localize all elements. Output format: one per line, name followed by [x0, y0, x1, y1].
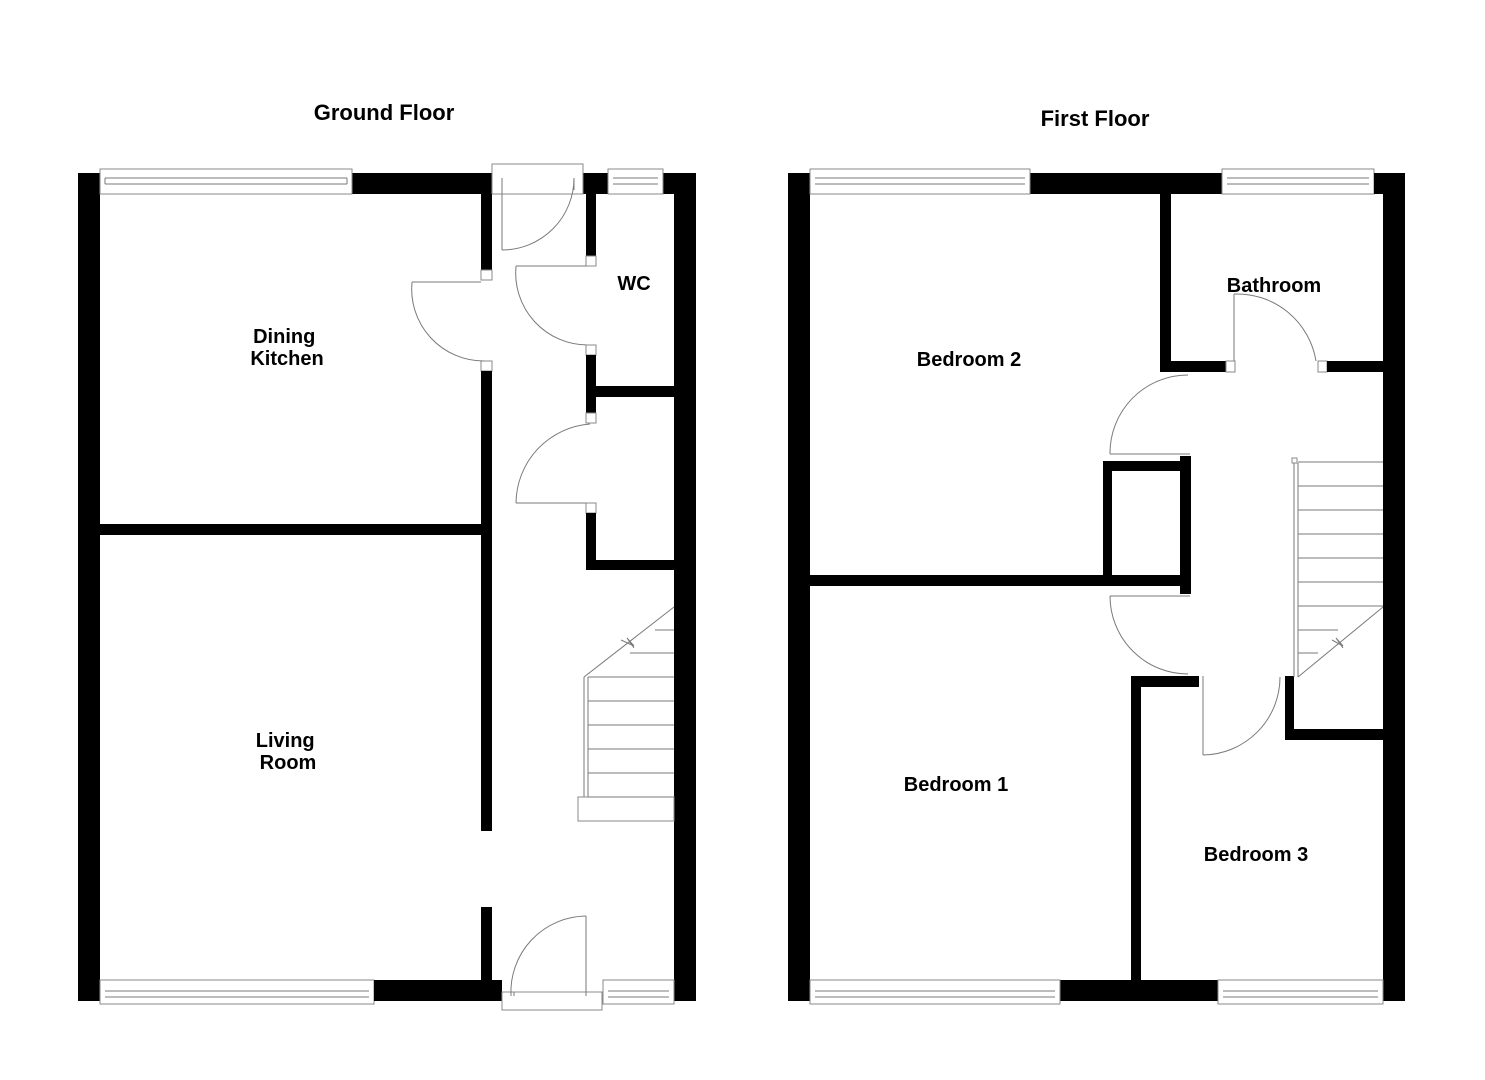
room-label-bedroom-1: Bedroom 1 — [904, 774, 1008, 796]
door-jamb — [585, 412, 597, 424]
window — [1217, 979, 1384, 1005]
wall — [1103, 461, 1112, 586]
door-jamb — [1225, 360, 1236, 373]
window — [607, 168, 664, 195]
door-jamb — [585, 502, 597, 514]
bathroom-door — [1233, 293, 1317, 362]
wall — [586, 355, 596, 413]
wall — [374, 980, 502, 1001]
wall — [481, 371, 492, 831]
ground-floor-plan: Ground Floor — [78, 100, 696, 1011]
wall — [481, 907, 492, 980]
window — [99, 168, 353, 195]
wall — [810, 575, 1180, 586]
wall — [1131, 676, 1141, 980]
wall — [596, 560, 674, 570]
wall — [1383, 173, 1405, 1001]
wall — [1131, 676, 1199, 687]
door-jamb — [585, 344, 597, 356]
door-jamb — [480, 269, 493, 281]
door-jamb — [1317, 360, 1328, 373]
window — [809, 168, 1031, 195]
bedroom-3-door — [1202, 676, 1281, 756]
wall — [100, 524, 481, 535]
wall — [1030, 173, 1222, 194]
wall — [1112, 461, 1182, 471]
wall — [481, 194, 492, 270]
room-label-living-room: Living Room — [256, 730, 320, 774]
first-floor-title: First Floor — [1041, 106, 1150, 131]
wall — [586, 194, 596, 256]
window — [99, 979, 375, 1005]
door-jamb — [480, 360, 493, 372]
staircase — [577, 606, 675, 822]
front-door — [501, 915, 603, 1011]
back-door — [491, 163, 584, 251]
wall — [1160, 194, 1171, 372]
room-label-dining-kitchen: Dining Kitchen — [250, 326, 323, 370]
wall — [78, 173, 100, 1001]
first-floor-plan: First Floor — [788, 106, 1405, 1005]
wall — [1060, 980, 1218, 1001]
door-jamb — [585, 255, 597, 267]
room-label-wc: WC — [617, 273, 650, 295]
staircase — [1291, 457, 1384, 678]
wall — [788, 173, 810, 1001]
window — [1221, 168, 1375, 195]
wall — [1180, 456, 1191, 594]
ground-floor-title: Ground Floor — [314, 100, 455, 125]
room-label-bedroom-2: Bedroom 2 — [917, 349, 1021, 371]
wall — [596, 386, 674, 397]
wall — [586, 513, 596, 570]
bedroom-2-door — [1109, 374, 1190, 455]
wall — [1171, 361, 1226, 372]
wall — [1285, 676, 1294, 739]
window — [602, 979, 675, 1005]
cupboard-door — [515, 423, 591, 504]
wall — [583, 173, 608, 194]
wall — [1285, 729, 1383, 740]
room-label-bedroom-3: Bedroom 3 — [1204, 844, 1308, 866]
kitchen-door — [411, 281, 485, 362]
wall — [1374, 173, 1383, 194]
room-label-bathroom: Bathroom — [1227, 275, 1321, 297]
wall — [1327, 361, 1383, 372]
wc-door — [515, 265, 589, 346]
bedroom-1-door — [1109, 595, 1190, 675]
wall — [663, 173, 674, 194]
wall — [674, 173, 696, 1001]
window — [809, 979, 1061, 1005]
